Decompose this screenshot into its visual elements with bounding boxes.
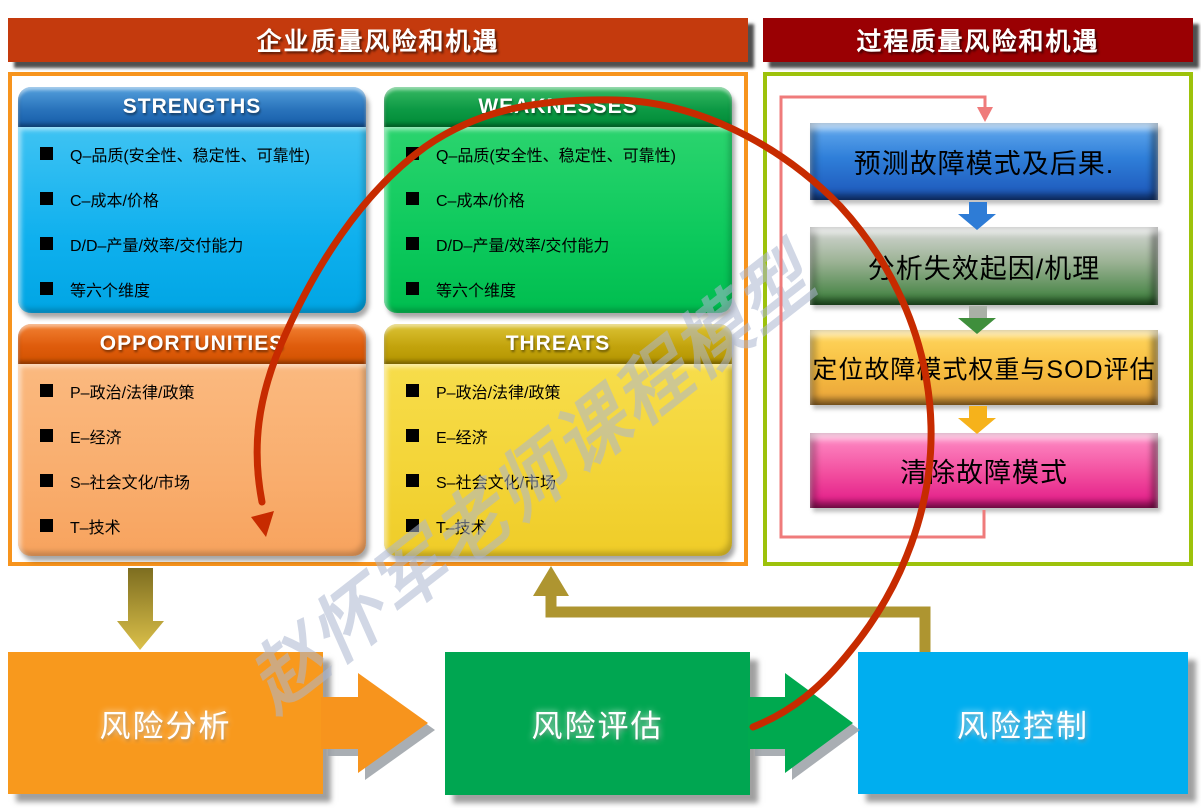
olive-down-arrow bbox=[117, 568, 164, 650]
list-item: 等六个维度 bbox=[18, 266, 366, 311]
list-item-label: T–技术 bbox=[436, 519, 487, 537]
swot-panel: STRENGTHS Q–品质(安全性、稳定性、可靠性) C–成本/价格 D/D–… bbox=[8, 72, 748, 566]
fmea-step-analyze-failure-cause: 分析失效起因/机理 bbox=[810, 227, 1158, 305]
bullet-square-icon bbox=[40, 147, 53, 160]
list-item-label: 等六个维度 bbox=[436, 282, 517, 300]
enterprise-risk-title-bar: 企业质量风险和机遇 bbox=[8, 18, 748, 62]
bullet-square-icon bbox=[406, 282, 419, 295]
list-item: T–技术 bbox=[18, 503, 366, 548]
list-item-label: T–技术 bbox=[70, 519, 121, 537]
bullet-square-icon bbox=[40, 429, 53, 442]
list-item: T–技术 bbox=[384, 503, 732, 548]
bullet-square-icon bbox=[406, 519, 419, 532]
opportunities-header: OPPORTUNITIES bbox=[18, 324, 366, 364]
risk-analysis-box: 风险分析 bbox=[8, 652, 323, 794]
list-item: S–社会文化/市场 bbox=[384, 458, 732, 503]
list-item: 等六个维度 bbox=[384, 266, 732, 311]
list-item: D/D–产量/效率/交付能力 bbox=[384, 221, 732, 266]
threats-body: P–政治/法律/政策 E–经济 S–社会文化/市场 T–技术 bbox=[384, 364, 732, 556]
list-item: C–成本/价格 bbox=[384, 176, 732, 221]
strengths-card: STRENGTHS Q–品质(安全性、稳定性、可靠性) C–成本/价格 D/D–… bbox=[18, 87, 366, 313]
list-item-label: Q–品质(安全性、稳定性、可靠性) bbox=[436, 147, 677, 165]
process-risk-title: 过程质量风险和机遇 bbox=[856, 28, 1100, 56]
process-risk-title-bar: 过程质量风险和机遇 bbox=[763, 18, 1193, 62]
strengths-body: Q–品质(安全性、稳定性、可靠性) C–成本/价格 D/D–产量/效率/交付能力… bbox=[18, 127, 366, 313]
list-item-label: E–经济 bbox=[436, 429, 488, 447]
bullet-square-icon bbox=[406, 192, 419, 205]
bullet-square-icon bbox=[40, 192, 53, 205]
bullet-square-icon bbox=[40, 384, 53, 397]
list-item-label: C–成本/价格 bbox=[436, 192, 525, 210]
opportunities-body: P–政治/法律/政策 E–经济 S–社会文化/市场 T–技术 bbox=[18, 364, 366, 556]
weaknesses-body: Q–品质(安全性、稳定性、可靠性) C–成本/价格 D/D–产量/效率/交付能力… bbox=[384, 127, 732, 313]
list-item: P–政治/法律/政策 bbox=[18, 368, 366, 413]
list-item-label: E–经济 bbox=[70, 429, 122, 447]
bullet-square-icon bbox=[40, 237, 53, 250]
list-item: P–政治/法律/政策 bbox=[384, 368, 732, 413]
list-item-label: C–成本/价格 bbox=[70, 192, 159, 210]
strengths-header: STRENGTHS bbox=[18, 87, 366, 127]
threats-card: THREATS P–政治/法律/政策 E–经济 S–社会文化/市场 T–技术 bbox=[384, 324, 732, 556]
list-item-label: S–社会文化/市场 bbox=[70, 474, 191, 492]
bullet-square-icon bbox=[406, 237, 419, 250]
bullet-square-icon bbox=[406, 147, 419, 160]
olive-return-connector-arrow bbox=[533, 566, 931, 652]
risk-assessment-box: 风险评估 bbox=[445, 652, 750, 795]
bullet-square-icon bbox=[40, 282, 53, 295]
risk-control-box: 风险控制 bbox=[858, 652, 1188, 794]
bullet-square-icon bbox=[40, 474, 53, 487]
threats-header: THREATS bbox=[384, 324, 732, 364]
weaknesses-card: WEAKNESSES Q–品质(安全性、稳定性、可靠性) C–成本/价格 D/D… bbox=[384, 87, 732, 313]
enterprise-risk-title: 企业质量风险和机遇 bbox=[256, 28, 500, 56]
bullet-square-icon bbox=[406, 384, 419, 397]
bullet-square-icon bbox=[40, 519, 53, 532]
bullet-square-icon bbox=[406, 429, 419, 442]
fmea-step-locate-weight-sod: 定位故障模式权重与SOD评估 bbox=[810, 330, 1158, 405]
list-item: S–社会文化/市场 bbox=[18, 458, 366, 503]
list-item: E–经济 bbox=[18, 413, 366, 458]
fmea-step-predict-failure-mode: 预测故障模式及后果. bbox=[810, 123, 1158, 200]
list-item: E–经济 bbox=[384, 413, 732, 458]
list-item-label: P–政治/法律/政策 bbox=[70, 384, 195, 402]
bullet-square-icon bbox=[406, 474, 419, 487]
list-item: Q–品质(安全性、稳定性、可靠性) bbox=[384, 131, 732, 176]
chevron-arrow-orange bbox=[321, 673, 435, 780]
list-item-label: 等六个维度 bbox=[70, 282, 151, 300]
weaknesses-header: WEAKNESSES bbox=[384, 87, 732, 127]
chevron-arrow-green bbox=[748, 673, 860, 780]
list-item-label: D/D–产量/效率/交付能力 bbox=[70, 237, 244, 255]
fmea-panel: 预测故障模式及后果. 分析失效起因/机理 定位故障模式权重与SOD评估 清除故障… bbox=[763, 72, 1193, 566]
list-item: Q–品质(安全性、稳定性、可靠性) bbox=[18, 131, 366, 176]
list-item-label: D/D–产量/效率/交付能力 bbox=[436, 237, 610, 255]
list-item: D/D–产量/效率/交付能力 bbox=[18, 221, 366, 266]
fmea-step-eliminate-failure-mode: 清除故障模式 bbox=[810, 433, 1158, 508]
list-item-label: P–政治/法律/政策 bbox=[436, 384, 561, 402]
opportunities-card: OPPORTUNITIES P–政治/法律/政策 E–经济 S–社会文化/市场 … bbox=[18, 324, 366, 556]
list-item-label: S–社会文化/市场 bbox=[436, 474, 557, 492]
list-item-label: Q–品质(安全性、稳定性、可靠性) bbox=[70, 147, 311, 165]
list-item: C–成本/价格 bbox=[18, 176, 366, 221]
